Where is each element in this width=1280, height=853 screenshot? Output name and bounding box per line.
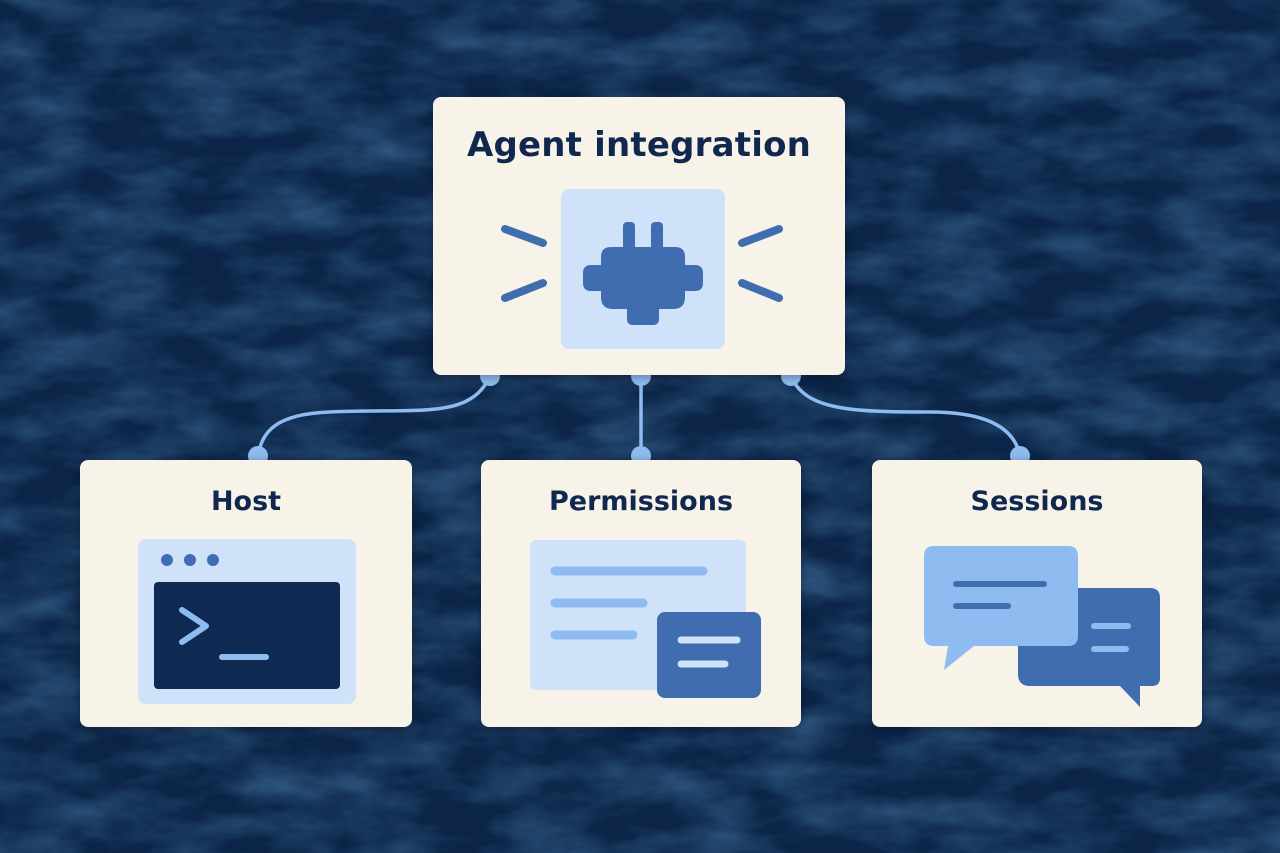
agent-integration-title: Agent integration: [466, 125, 812, 165]
terminal-window-icon: [138, 539, 356, 704]
sessions-title: Sessions: [970, 486, 1104, 517]
plug-illustration: [501, 189, 783, 349]
permissions-card: Permissions: [481, 460, 801, 727]
rays-icon: [501, 225, 783, 302]
permissions-panel-icon: [530, 540, 761, 698]
host-card: Host: [80, 460, 412, 727]
chat-bubbles-icon: [924, 546, 1160, 707]
host-title: Host: [210, 486, 282, 517]
agent-integration-card: Agent integration: [433, 97, 845, 375]
plug-icon: [583, 222, 703, 325]
sessions-card: Sessions: [872, 460, 1202, 727]
permissions-title: Permissions: [548, 486, 734, 517]
